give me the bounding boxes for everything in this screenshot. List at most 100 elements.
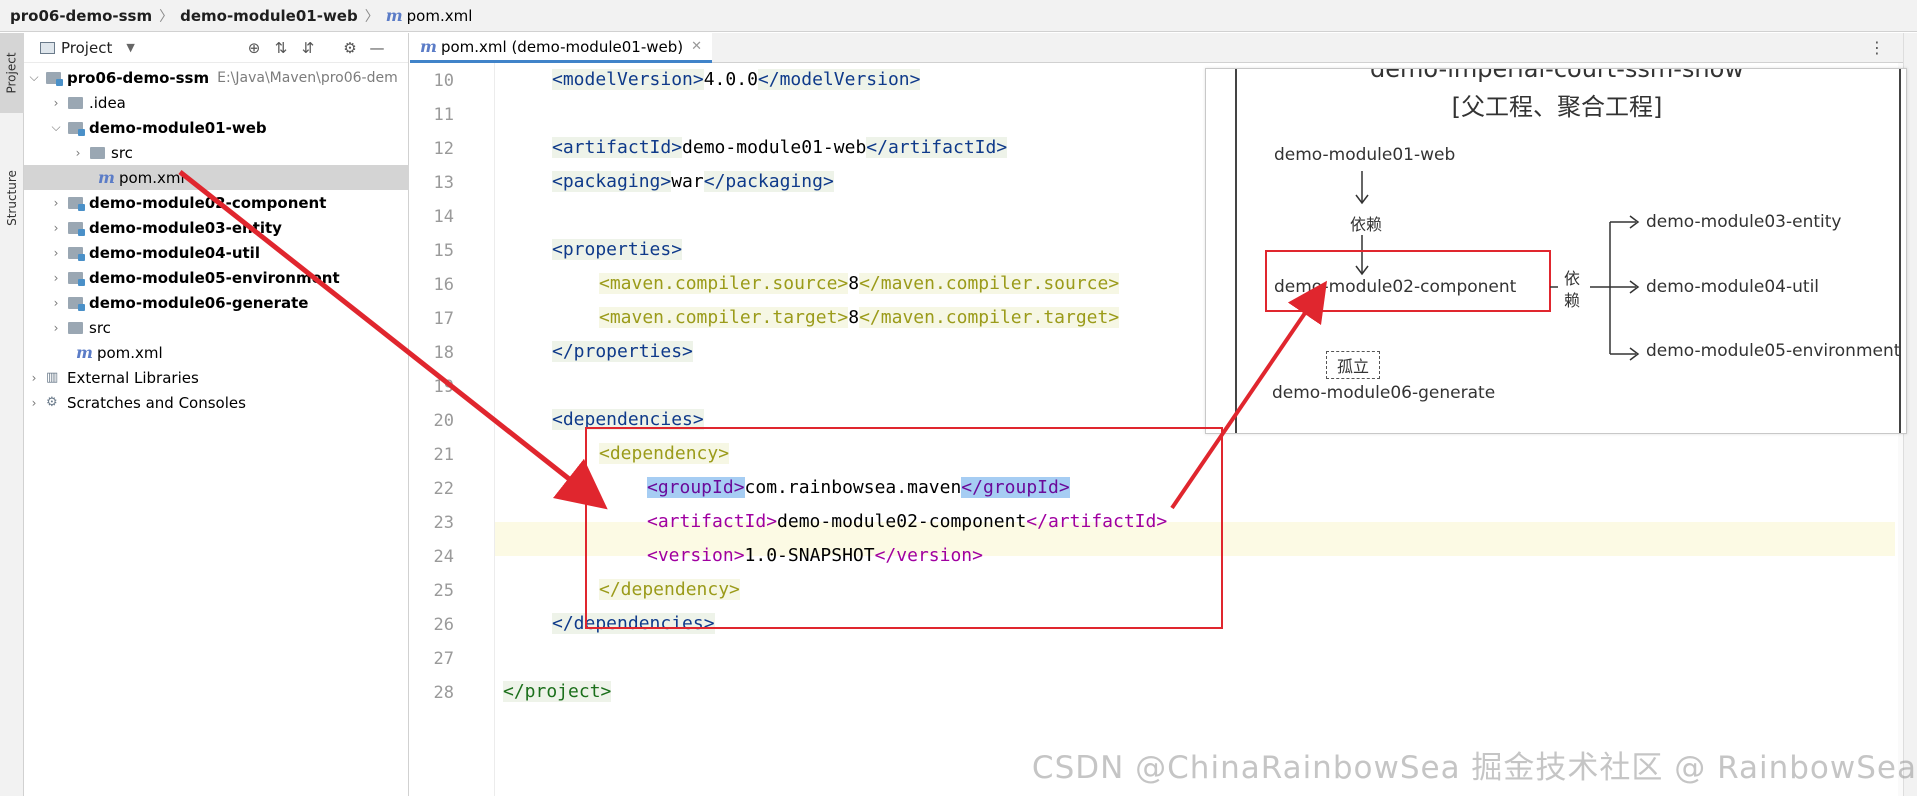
chevron-right-icon[interactable]: › [53, 95, 59, 110]
chevron-right-icon[interactable]: › [53, 245, 59, 260]
chevron-down-icon[interactable]: ⌵ [29, 70, 39, 84]
more-options-icon[interactable]: ⋮ [1869, 38, 1885, 57]
tree-item-module01[interactable]: ⌵ demo-module01-web [24, 115, 409, 140]
node-module05-environment: demo-module05-environment [1646, 341, 1901, 361]
tree-item-label: demo-module06-generate [89, 293, 309, 312]
chevron-down-icon[interactable]: ⌵ [51, 120, 61, 134]
code-line-21[interactable]: <dependency> [495, 437, 1895, 471]
editor-gutter: 10 11 12 13 14 15 16 17 18 19 20 21 22 2… [410, 63, 495, 796]
tree-item-src[interactable]: › src [24, 140, 409, 165]
breadcrumb-item-file[interactable]: pom.xml [406, 6, 473, 25]
xml-tag: </maven.compiler.target> [859, 307, 1120, 328]
xml-text: demo-module01-web [682, 137, 867, 158]
code-line-12[interactable]: <artifactId>demo-module01-web</artifactI… [495, 131, 1895, 165]
collapse-all-icon[interactable]: ⇵ [301, 39, 315, 57]
tree-item-label: External Libraries [67, 368, 199, 387]
tree-item-module03[interactable]: › demo-module03-entity [24, 215, 409, 240]
line-number: 21 [433, 445, 454, 465]
chevron-right-icon[interactable]: › [53, 295, 59, 310]
xml-tag: </properties> [552, 341, 693, 362]
xml-tag: <maven.compiler.source> [599, 273, 849, 294]
locate-icon[interactable]: ⊕ [247, 39, 261, 57]
tree-item-scratches[interactable]: › ⚙ Scratches and Consoles [24, 390, 409, 415]
tree-item-external-libraries[interactable]: › ▥ External Libraries [24, 365, 409, 390]
code-line-26[interactable]: </dependencies> [495, 607, 1895, 641]
chevron-right-icon[interactable]: › [53, 270, 59, 285]
project-view-selector[interactable]: Project [61, 38, 113, 57]
line-number: 12 [433, 139, 454, 159]
maven-file-icon: m [385, 6, 403, 25]
breadcrumb-item-project[interactable]: pro06-demo-ssm [10, 6, 153, 25]
xml-tag: <dependencies> [552, 409, 704, 430]
tree-item-module02[interactable]: › demo-module02-component [24, 190, 409, 215]
xml-tag-highlighted: </groupId> [961, 477, 1070, 498]
line-number: 11 [433, 105, 454, 125]
tree-item-label: pom.xml [96, 343, 163, 362]
project-path: E:\Java\Maven\pro06-dem [217, 69, 398, 86]
code-line-17[interactable]: <maven.compiler.target>8</maven.compiler… [495, 301, 1895, 335]
tree-item-idea[interactable]: › .idea [24, 90, 409, 115]
label-depend-vertical-2: 赖 [1564, 291, 1581, 310]
tree-item-label: demo-module02-component [89, 193, 327, 212]
line-number: 18 [433, 343, 454, 363]
label-depend-vertical-1: 依 [1564, 269, 1581, 288]
gear-icon[interactable]: ⚙ [343, 39, 357, 57]
tree-item-root-pom[interactable]: m pom.xml [24, 340, 409, 365]
project-tool-tab[interactable]: Project [0, 33, 24, 113]
line-number: 22 [433, 479, 454, 499]
tree-item-root[interactable]: ⌵ pro06-demo-ssm E:\Java\Maven\pro06-dem [24, 65, 409, 90]
tree-item-label: demo-module05-environment [89, 268, 340, 287]
xml-tag: </artifactId> [1026, 511, 1168, 532]
current-line-highlight [495, 522, 1895, 556]
line-number: 27 [433, 649, 454, 669]
close-icon[interactable]: ✕ [691, 39, 703, 54]
line-number: 26 [433, 615, 454, 635]
tree-item-module05[interactable]: › demo-module05-environment [24, 265, 409, 290]
code-line-23[interactable]: <artifactId>demo-module02-component</art… [495, 505, 1895, 539]
tree-item-root-src[interactable]: › src [24, 315, 409, 340]
chevron-right-icon[interactable]: › [53, 220, 59, 235]
structure-tool-tab[interactable]: Structure [0, 153, 24, 243]
code-line-24[interactable]: <version>1.0-SNAPSHOT</version> [495, 539, 1895, 573]
code-line-16[interactable]: <maven.compiler.source>8</maven.compiler… [495, 267, 1895, 301]
tree-item-module06[interactable]: › demo-module06-generate [24, 290, 409, 315]
folder-icon [68, 321, 83, 334]
tab-pom-xml[interactable]: m pom.xml (demo-module01-web) ✕ [410, 33, 713, 63]
line-number: 20 [433, 411, 454, 431]
code-line-25[interactable]: </dependency> [495, 573, 1895, 607]
maven-file-icon: m [98, 168, 115, 187]
chevron-right-icon[interactable]: › [75, 145, 81, 160]
project-tool-tab-label: Project [5, 52, 19, 94]
chevron-down-icon[interactable]: ▼ [126, 41, 135, 54]
node-module04-util: demo-module04-util [1646, 277, 1820, 297]
code-line-22[interactable]: <groupId>com.rainbowsea.maven</groupId> [495, 471, 1895, 505]
structure-tool-tab-label: Structure [5, 170, 20, 226]
node-module03-entity: demo-module03-entity [1646, 212, 1842, 232]
xml-tag: <artifactId> [647, 511, 778, 532]
code-line-28[interactable]: </project> [495, 675, 1895, 709]
folder-icon [90, 146, 105, 159]
line-number: 16 [433, 275, 454, 295]
code-line-10[interactable]: <modelVersion>4.0.0</modelVersion> [495, 63, 1895, 97]
chevron-right-icon[interactable]: › [31, 370, 37, 385]
minimize-icon[interactable]: — [369, 39, 385, 57]
expand-all-icon[interactable]: ⇅ [274, 39, 288, 57]
folder-icon [40, 41, 55, 54]
maven-file-icon: m [76, 343, 93, 362]
breadcrumb-item-module[interactable]: demo-module01-web [180, 6, 358, 25]
tree-item-module04[interactable]: › demo-module04-util [24, 240, 409, 265]
xml-text: war [671, 171, 704, 192]
chevron-right-icon[interactable]: › [53, 320, 59, 335]
xml-tag: </version> [874, 545, 983, 566]
chevron-right-icon[interactable]: › [31, 395, 37, 410]
tree-item-pom-selected[interactable]: m pom.xml [24, 165, 409, 190]
line-number: 24 [433, 547, 454, 567]
diagram-connectors [1235, 69, 1901, 433]
label-isolated: 孤立 [1326, 351, 1381, 379]
folder-icon [68, 96, 83, 109]
breadcrumb-separator: 〉 [159, 8, 174, 25]
xml-tag: </artifactId> [866, 137, 1008, 158]
xml-text: demo-module02-component [777, 511, 1027, 532]
chevron-right-icon[interactable]: › [53, 195, 59, 210]
tree-item-label: src [89, 318, 111, 337]
